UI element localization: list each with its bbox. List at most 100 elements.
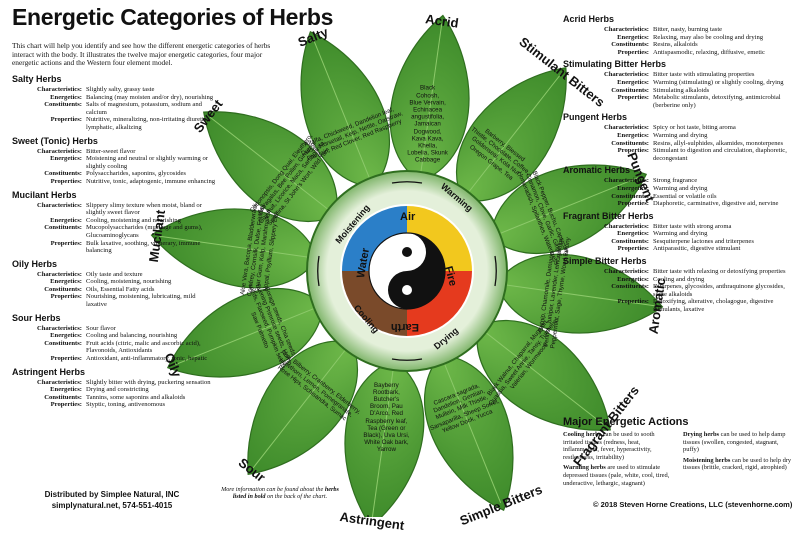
property-key: Properties: (50, 177, 82, 185)
property-row: Properties:Nutritive, mineralizing, non-… (12, 116, 217, 131)
drying-description: Drying herbs can be used to help damp ti… (683, 431, 786, 454)
property-row: Characteristics:Bitter taste with strong… (563, 223, 793, 231)
property-value: Cooling, moistening and nourishing (86, 216, 181, 224)
property-key: Energetics: (50, 386, 82, 394)
property-row: Constituents:Fruit acids (citric, malic … (12, 340, 217, 355)
section-heading: Stimulating Bitter Herbs (563, 59, 667, 70)
property-key: Energetics: (617, 131, 649, 139)
herb-line: Dogwood, (413, 128, 442, 136)
herb-line: Broom, Pau (370, 403, 403, 411)
property-key: Constituents: (611, 283, 649, 291)
property-key: Properties: (50, 116, 82, 124)
section-heading: Fragrant Bitter Herbs (563, 210, 654, 221)
herb-line: Rootbark, (372, 388, 400, 396)
property-value: Slightly bitter with drying, puckering s… (86, 378, 211, 386)
herb-line: D'Arco, Red (369, 410, 403, 418)
property-value: Slippery slimy texture when moist, bland… (86, 201, 202, 217)
property-key: Properties: (617, 298, 649, 306)
property-row: Properties:Nutritive, tonic, adaptogenic… (12, 178, 217, 186)
property-row: Constituents:Resins, allyl-sulphides, al… (563, 140, 793, 148)
property-value: Cooling, moistening, nourishing (86, 278, 172, 286)
section-heading: Astringent Herbs (12, 366, 86, 377)
property-value: Antiparasitic, digestive stimulant (653, 245, 741, 253)
footnote: More information can be found about the … (221, 486, 339, 501)
herb-wheel: Air Fire Earth Water Moistening Warming … (150, 14, 664, 517)
property-value: Warming (stimulating) or slightly coolin… (653, 78, 784, 86)
property-row: Properties: Nourishing, moistening, lubri… (12, 293, 217, 308)
property-row: Energetics: Warming (stimulating) or slig… (563, 79, 793, 87)
property-key: Constituents: (44, 285, 82, 293)
herb-line: Yarrow (376, 446, 396, 454)
section-heading: Sweet (Tonic) Herbs (12, 135, 98, 146)
property-key: Energetics: (617, 33, 649, 41)
herb-line: Quassia, Sweet Annie, Tansy, Turmeric, (487, 317, 560, 408)
leaf-petal (495, 253, 664, 334)
section-heading: Pungent Herbs (563, 112, 628, 123)
property-row: Energetics:Cooling and drying (563, 276, 793, 284)
section-heading: Salty Herbs (12, 74, 62, 84)
property-key: Characteristics: (36, 201, 82, 209)
property-row: Constituents: Oils, Essential Fatty acids (12, 286, 217, 294)
property-value: Antioxidant, anti-inflammatory, tonic, h… (86, 355, 208, 363)
section-heading: Aromatic Herbs (563, 165, 631, 176)
property-row: Constituents:Mucopolysaccharides (mucila… (12, 224, 217, 239)
property-row: Constituents:Sesquiterpene lactones and … (563, 238, 793, 246)
property-key: Constituents: (611, 139, 649, 147)
property-key: Constituents: (44, 393, 82, 401)
property-row: Characteristics: Slippery slimy texture w… (12, 202, 217, 217)
cooling-description: Cooling herbs can be used to sooth irrit… (563, 431, 655, 461)
property-row: Energetics:Cooling, moistening and nouri… (12, 217, 217, 225)
property-key: Energetics: (50, 278, 82, 286)
property-row: Constituents:Tannins, some saponins and … (12, 394, 217, 402)
leaf-petal (300, 30, 391, 189)
property-value: Bitter taste with stimulating properties (653, 71, 755, 79)
property-value: Fruit acids (citric, malic and ascorbic … (86, 339, 201, 355)
category-label: Astringent (338, 508, 406, 533)
herb-line: Cabbage (415, 156, 441, 164)
section-heading: Oily Herbs (12, 258, 58, 269)
property-key: Properties: (50, 293, 82, 301)
property-value: Stimulant to digestion and circulation, … (653, 147, 787, 162)
property-key: Characteristics: (603, 177, 649, 185)
herb-line: Bayberry (374, 381, 399, 389)
property-row: Constituents:Polysaccharides, saponins, … (12, 170, 217, 178)
property-value: Detoxifying, alterative, cholagogue, dig… (653, 298, 774, 314)
property-value: Oils, Essential Fatty acids (86, 285, 155, 293)
property-value: Salts of magnesium, potassium, sodium an… (86, 101, 202, 116)
property-key: Characteristics: (36, 147, 82, 155)
property-row: Energetics:Warming and drying (563, 230, 793, 238)
element-air: Air (400, 211, 416, 223)
property-row: Constituents:Resins, alkaloids (563, 41, 793, 49)
property-value: Metabolic stimulants, detoxifying, antim… (653, 94, 781, 109)
property-row: Energetics:Cooling and balancing, nouris… (12, 332, 217, 340)
property-key: Properties: (50, 401, 82, 409)
section-heading: Simple Bitter Herbs (563, 256, 647, 267)
property-key: Energetics: (617, 78, 649, 86)
property-row: Constituents:Salts of magnesium, potassi… (12, 101, 217, 116)
property-value: Essential or volatile oils (653, 192, 717, 200)
property-row: Properties: Detoxifying, alterative, chol… (563, 298, 793, 313)
property-value: Sour flavor (86, 324, 116, 332)
category-label: Acrid (424, 11, 460, 32)
property-key: Energetics: (617, 275, 649, 283)
property-row: Characteristics:Slightly bitter with dry… (12, 379, 217, 387)
property-row: Energetics:Warming and drying (563, 185, 793, 193)
intro-text: This chart will help you identify and se… (12, 41, 271, 68)
property-row: Properties:Antioxidant, anti-inflammator… (12, 355, 217, 363)
property-key: Properties: (617, 200, 649, 208)
property-value: Strong fragrance (653, 177, 698, 185)
leaf-petal (166, 287, 325, 378)
cycle-arrows (317, 181, 497, 361)
herb-line: Kava Kava, (411, 135, 444, 143)
property-key: Energetics: (50, 155, 82, 163)
property-value: Bitter taste with strong aroma (653, 222, 732, 230)
page-title: Energetic Categories of Herbs (12, 4, 334, 30)
property-value: Nourishing, moistening, lubricating, mil… (86, 293, 196, 309)
property-row: Properties:Bulk laxative, soothing, vuln… (12, 240, 217, 255)
property-key: Constituents: (44, 170, 82, 178)
property-key: Constituents: (611, 86, 649, 94)
